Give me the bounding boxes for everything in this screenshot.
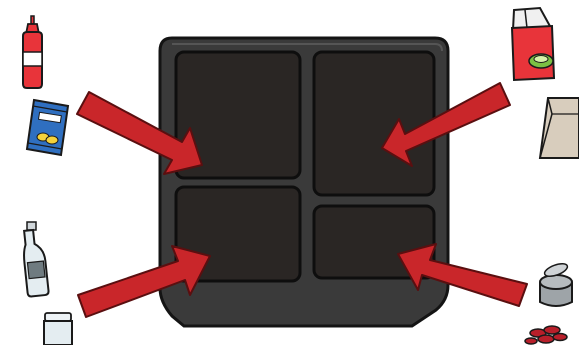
arrows — [76, 82, 528, 318]
compartment-top-right — [312, 50, 436, 197]
sorting-tray — [158, 36, 450, 328]
compartment-top-left — [174, 50, 302, 180]
top-left-arrow — [76, 91, 203, 175]
glass-bottle-icon — [23, 221, 50, 298]
bottle-caps-icon — [524, 325, 568, 345]
tray-rim-highlight — [172, 43, 443, 52]
bottom-left-arrow — [77, 245, 211, 318]
ketchup-bottle-icon — [22, 15, 43, 89]
glass-jar-icon — [43, 312, 73, 345]
top-right-arrow — [381, 82, 511, 167]
juice-carton-icon — [510, 6, 556, 82]
paper-bag-icon — [538, 97, 579, 159]
bottom-right-arrow — [397, 243, 528, 307]
tin-can-icon — [539, 263, 573, 307]
chip-bag-icon — [25, 98, 70, 157]
